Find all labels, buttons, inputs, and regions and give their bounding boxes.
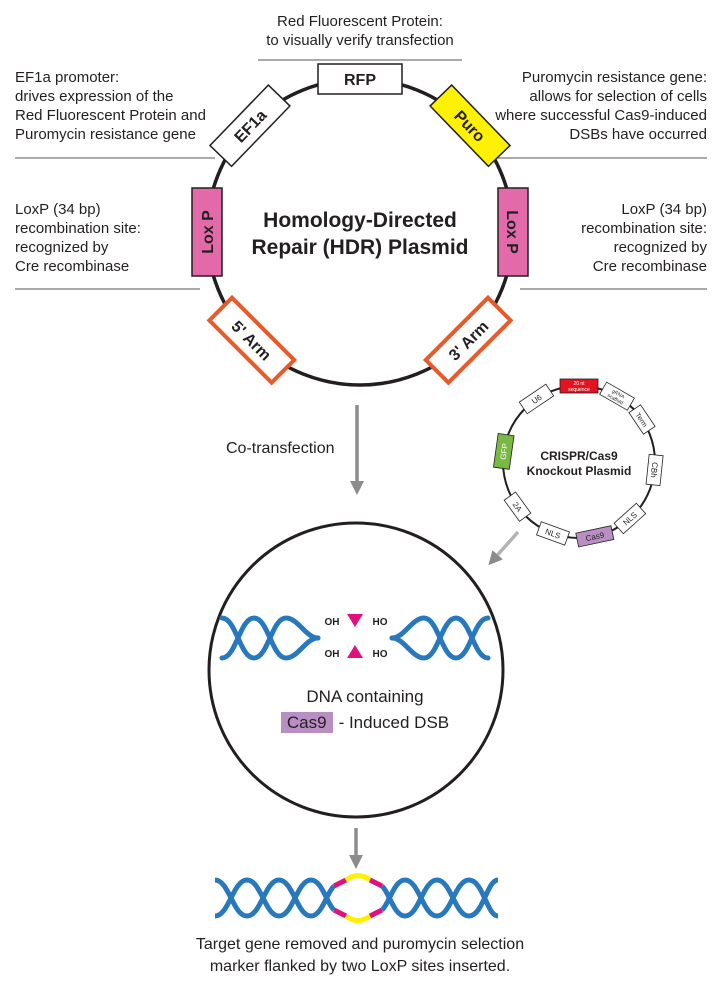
dsb-ho-top: HO bbox=[373, 617, 388, 628]
crispr-plasmid-title-line2: Knockout Plasmid bbox=[527, 464, 632, 478]
hdr-plasmid-title-line2: Repair (HDR) Plasmid bbox=[251, 236, 468, 259]
segment-loxp-right: Lox P bbox=[497, 187, 529, 277]
segment-cas9: Cas9 bbox=[575, 525, 615, 548]
annotation-rfp-line: to visually verify transfection bbox=[266, 32, 454, 49]
annotation-loxp-right-line: recognized by bbox=[613, 239, 707, 256]
segment-rfp-label: RFP bbox=[344, 72, 376, 89]
dna-result-strand-b-left bbox=[214, 877, 336, 919]
dsb-oh-top: OH bbox=[325, 617, 340, 628]
dsb-caption-rest: - Induced DSB bbox=[338, 713, 450, 732]
dna-repaired-helix bbox=[214, 873, 499, 923]
annotation-loxp-right: LoxP (34 bp) recombination site: recogni… bbox=[581, 200, 707, 276]
result-caption-line: marker flanked by two LoxP sites inserte… bbox=[209, 958, 511, 975]
dna-result-strand-b-right bbox=[380, 877, 499, 919]
dna-result-strand-a-left bbox=[214, 877, 336, 919]
segment-gfp-label: GFP bbox=[499, 443, 510, 461]
annotation-loxp-left-line: Cre recombinase bbox=[15, 258, 130, 275]
segment-loxp-right-label: Lox P bbox=[503, 210, 520, 254]
annotation-puro-line: DSBs have occurred bbox=[569, 126, 707, 143]
dna-result-lox-b-right bbox=[368, 907, 384, 919]
hdr-plasmid-title-line1: Homology-Directed bbox=[263, 209, 457, 232]
annotation-loxp-left-line: LoxP (34 bp) bbox=[15, 201, 101, 218]
annotation-loxp-right-line: LoxP (34 bp) bbox=[621, 201, 707, 218]
annotation-puro: Puromycin resistance gene: allows for se… bbox=[495, 68, 707, 144]
segment-ef1a: EF1a bbox=[208, 84, 291, 168]
dna-left-strand-b bbox=[219, 615, 321, 661]
segment-loxp-left: Lox P bbox=[191, 187, 223, 277]
annotation-loxp-left: LoxP (34 bp) recombination site: recogni… bbox=[15, 200, 141, 276]
annotation-ef1a-line: Red Fluorescent Protein and bbox=[15, 107, 206, 124]
segment-20nt-sequence: 20 nt sequence bbox=[559, 378, 599, 394]
segment-20nt-line2: sequence bbox=[568, 387, 590, 393]
annotation-puro-line: allows for selection of cells bbox=[529, 88, 707, 105]
result-caption-line: Target gene removed and puromycin select… bbox=[195, 936, 525, 953]
annotation-ef1a-line: Puromycin resistance gene bbox=[15, 126, 196, 143]
segment-2a: 2A bbox=[503, 491, 532, 522]
dna-result-insert-bottom bbox=[344, 913, 372, 923]
segment-cbh: CBh bbox=[645, 453, 664, 487]
annotation-puro-line: Puromycin resistance gene: bbox=[521, 69, 707, 86]
segment-20nt-line1: 20 nt bbox=[573, 381, 585, 387]
cas9-highlight-label: Cas9 bbox=[280, 712, 333, 733]
annotation-ef1a-line: EF1a promoter: bbox=[15, 69, 120, 86]
dsb-caption: DNA containing Cas9 - Induced DSB bbox=[220, 684, 510, 736]
dna-result-lox-a-right bbox=[368, 877, 384, 889]
annotation-loxp-left-line: recombination site: bbox=[15, 220, 141, 237]
segment-loxp-left-label: Lox P bbox=[200, 210, 217, 254]
dsb-caption-line1: DNA containing bbox=[306, 687, 424, 706]
dsb-caption-line2: Cas9 - Induced DSB bbox=[220, 710, 510, 736]
dna-right-strand-b bbox=[389, 615, 491, 661]
dna-result-lox-a-left bbox=[332, 877, 348, 889]
segment-gfp: GFP bbox=[492, 433, 515, 470]
segment-cas9-label: Cas9 bbox=[585, 530, 606, 543]
crispr-plasmid-title-line1: CRISPR/Cas9 bbox=[540, 449, 618, 463]
dsb-triangle-down bbox=[347, 614, 363, 627]
arrow-crispr bbox=[488, 530, 520, 566]
segment-u6: U6 bbox=[518, 383, 555, 415]
annotation-ef1a-line: drives expression of the bbox=[15, 88, 174, 105]
annotation-rfp-line: Red Fluorescent Protein: bbox=[277, 13, 443, 30]
result-caption: Target gene removed and puromycin select… bbox=[100, 934, 620, 978]
step-label-cotransfection: Co-transfection bbox=[226, 440, 335, 457]
segment-rfp: RFP bbox=[317, 63, 403, 95]
dna-result-strand-a-right bbox=[380, 877, 499, 919]
segment-5-arm: 5' Arm bbox=[206, 294, 298, 386]
dsb-triangle-up bbox=[347, 645, 363, 658]
dsb-oh-bottom: OH bbox=[325, 649, 340, 660]
segment-nls-right: NLS bbox=[613, 502, 647, 535]
dsb-ho-bottom: HO bbox=[373, 649, 388, 660]
annotation-loxp-right-line: Cre recombinase bbox=[592, 258, 707, 275]
dna-result-insert-top bbox=[344, 873, 372, 883]
dna-broken-helix bbox=[219, 615, 491, 661]
segment-grna-scaffold: gRNA scaffold bbox=[599, 381, 635, 411]
dsb-ends: OH HO OH HO bbox=[325, 614, 388, 660]
dna-result-lox-b-left bbox=[332, 907, 348, 919]
annotation-ef1a: EF1a promoter: drives expression of the … bbox=[15, 68, 206, 144]
annotation-puro-line: where successful Cas9-induced bbox=[495, 107, 707, 124]
segment-nls-left: NLS bbox=[536, 521, 571, 546]
annotation-loxp-right-line: recombination site: bbox=[581, 220, 707, 237]
segment-cbh-label: CBh bbox=[649, 462, 660, 478]
annotation-loxp-left-line: recognized by bbox=[15, 239, 109, 256]
segment-term: Term bbox=[628, 404, 656, 435]
dsb-circle bbox=[207, 521, 505, 819]
segment-3-arm: 3' Arm bbox=[422, 294, 514, 386]
annotation-rfp: Red Fluorescent Protein: to visually ver… bbox=[200, 12, 520, 50]
